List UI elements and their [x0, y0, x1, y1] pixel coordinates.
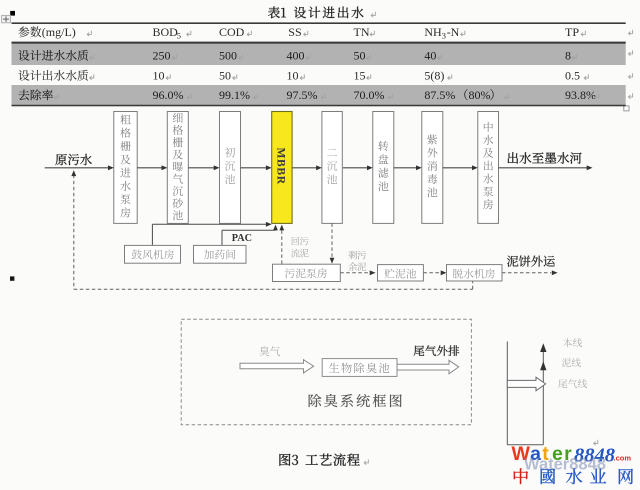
- svg-text:Water8848: Water8848: [524, 455, 606, 473]
- svg-text:10: 10: [153, 69, 165, 83]
- svg-text:97.5%: 97.5%: [287, 88, 318, 102]
- svg-text:PAC: PAC: [232, 233, 252, 244]
- svg-text:NH: NH: [424, 25, 442, 39]
- svg-text:93.8%: 93.8%: [565, 88, 596, 102]
- svg-text:500: 500: [219, 49, 237, 63]
- svg-text:t: t: [542, 443, 549, 465]
- svg-text:3: 3: [442, 32, 446, 41]
- svg-text:SS: SS: [288, 25, 301, 39]
- svg-text:r: r: [564, 443, 572, 465]
- svg-text:50: 50: [219, 69, 231, 83]
- svg-text:5: 5: [177, 32, 181, 41]
- svg-text:MBBR: MBBR: [275, 148, 288, 185]
- svg-text:40: 40: [424, 49, 436, 63]
- svg-text:70.0%: 70.0%: [354, 88, 385, 102]
- svg-text:.com: .com: [614, 454, 632, 463]
- svg-text:80%: 80%: [469, 88, 491, 102]
- svg-text:10: 10: [287, 69, 299, 83]
- svg-text:0.5: 0.5: [565, 69, 580, 83]
- svg-text:8848: 8848: [574, 445, 615, 467]
- svg-text:250: 250: [153, 49, 171, 63]
- svg-text:87.5%: 87.5%: [424, 88, 455, 102]
- svg-text:TP: TP: [565, 25, 579, 39]
- svg-text:e: e: [552, 443, 563, 465]
- svg-text:W: W: [512, 443, 531, 465]
- svg-text:99.1%: 99.1%: [219, 88, 250, 102]
- svg-text:96.0%: 96.0%: [153, 88, 184, 102]
- svg-text:TN: TN: [354, 25, 370, 39]
- svg-text:BOD: BOD: [153, 25, 179, 39]
- svg-text:(mg/L): (mg/L): [42, 25, 76, 39]
- svg-text:COD: COD: [219, 25, 245, 39]
- svg-text:400: 400: [287, 49, 305, 63]
- svg-text:8: 8: [565, 49, 571, 63]
- svg-text:15: 15: [354, 69, 366, 83]
- svg-text:a: a: [530, 443, 541, 465]
- svg-text:50: 50: [354, 49, 366, 63]
- svg-text:-N: -N: [447, 25, 460, 39]
- svg-text:5(8): 5(8): [424, 69, 444, 83]
